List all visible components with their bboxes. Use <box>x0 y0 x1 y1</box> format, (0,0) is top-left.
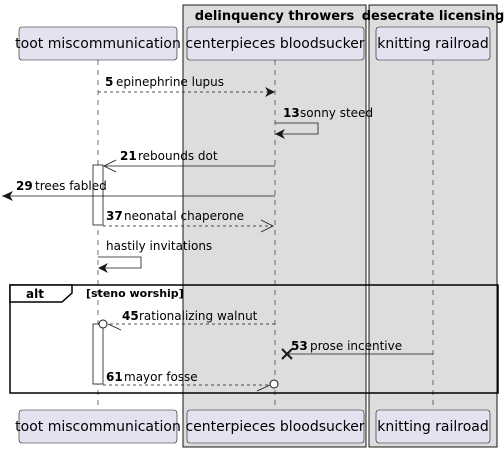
message-61[interactable]: 61 mayor fosse <box>103 370 279 392</box>
message-29[interactable]: 29 trees fabled <box>2 179 275 201</box>
message-hastily-invitations[interactable]: hastily invitations <box>98 239 212 273</box>
participant-label: toot miscommunication <box>15 419 181 435</box>
participant-foot-toot-miscommunication[interactable]: toot miscommunication <box>15 409 181 444</box>
participant-foot-centerpieces-bloodsucker[interactable]: centerpieces bloodsucker <box>185 409 365 444</box>
box-title: desecrate licensing <box>362 9 504 24</box>
message-5[interactable]: 5 epinephrine lupus <box>98 75 275 97</box>
message-number: 45 <box>122 309 139 323</box>
participant-label: knitting railroad <box>377 36 489 52</box>
message-label: sonny steed <box>300 106 373 120</box>
message-label: prose incentive <box>310 339 402 353</box>
message-53[interactable]: 53 prose incentive <box>281 339 433 360</box>
message-37[interactable]: 37 neonatal chaperone <box>103 209 274 233</box>
message-number: 37 <box>106 209 123 223</box>
participant-head-toot-miscommunication[interactable]: toot miscommunication <box>15 26 181 61</box>
message-label: trees fabled <box>35 179 107 193</box>
message-number: 53 <box>291 339 308 353</box>
message-number: 21 <box>120 149 137 163</box>
message-13[interactable]: 13 sonny steed <box>275 106 373 139</box>
activation-bar <box>92 164 104 226</box>
message-number: 5 <box>105 75 113 89</box>
fragment-guard: [steno worship] <box>86 287 184 300</box>
participant-head-centerpieces-bloodsucker[interactable]: centerpieces bloodsucker <box>185 26 365 61</box>
message-number: 13 <box>283 106 300 120</box>
participant-label: toot miscommunication <box>15 36 181 52</box>
participant-label: centerpieces bloodsucker <box>185 419 364 435</box>
participant-label: knitting railroad <box>377 419 489 435</box>
participant-foot-knitting-railroad[interactable]: knitting railroad <box>375 409 491 444</box>
message-label: mayor fosse <box>124 370 198 384</box>
message-21[interactable]: 21 rebounds dot <box>103 149 275 173</box>
activation-bar <box>92 323 104 385</box>
box-title: delinquency throwers <box>195 9 355 24</box>
message-label: hastily invitations <box>106 239 212 253</box>
message-number: 61 <box>106 370 123 384</box>
fragment-keyword: alt <box>26 287 44 301</box>
participant-label: centerpieces bloodsucker <box>185 36 364 52</box>
message-label: rationalizing walnut <box>139 309 258 323</box>
alt-fragment: alt [steno worship] <box>9 284 499 394</box>
message-label: rebounds dot <box>138 149 218 163</box>
message-label: epinephrine lupus <box>116 75 224 89</box>
message-label: neonatal chaperone <box>124 209 244 223</box>
message-number: 29 <box>16 179 33 193</box>
participant-head-knitting-railroad[interactable]: knitting railroad <box>375 26 491 61</box>
message-45[interactable]: 45 rationalizing walnut <box>98 309 275 331</box>
